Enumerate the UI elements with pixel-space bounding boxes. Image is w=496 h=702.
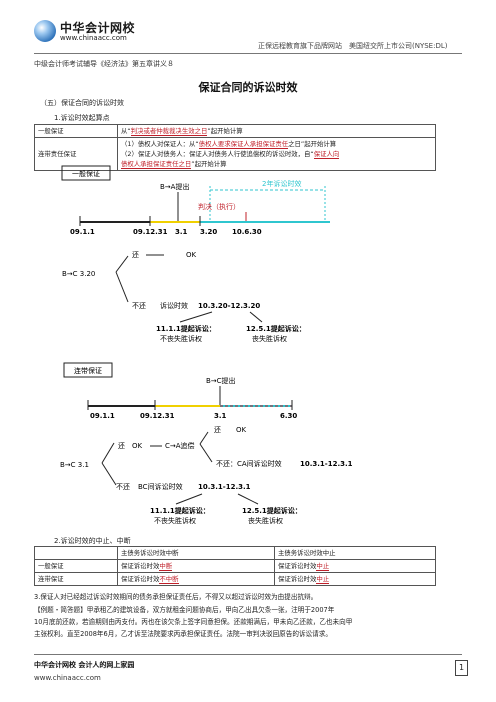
- diagram2-date: 3.1: [214, 412, 227, 420]
- table-cell: [34, 546, 118, 560]
- diagram1-label-box: [61, 165, 111, 181]
- diagram1-date: 3.20: [200, 228, 217, 236]
- diagram2-date: 09.12.31: [140, 412, 175, 420]
- diagram1-suit2: 12.5.1提起诉讼：: [246, 324, 306, 333]
- logo-globe-icon: [34, 20, 56, 42]
- table-row: 连带责任保证 （1）债权人对保证人：从“债权人要求保证人承担保证责任之日”起开始…: [34, 137, 436, 171]
- diagram1-date: 3.1: [175, 228, 188, 236]
- diagram1-date: 09.1.1: [70, 228, 95, 236]
- table-cell: 一般保证: [34, 559, 118, 573]
- diagram2-repay: 还: [118, 442, 125, 450]
- table-row: 一般保证 保证诉讼时效中断 保证诉讼时效中止: [34, 559, 436, 573]
- diagram2-date: 09.1.1: [90, 412, 115, 420]
- page-number: 1: [455, 660, 468, 676]
- diagram1-norepay: 不还: [132, 302, 146, 310]
- table-cell: 保证诉讼时效中断: [117, 559, 275, 573]
- header-divider: [34, 53, 462, 54]
- diagram2-suit1: 11.1.1提起诉讼：: [150, 506, 210, 515]
- diagram1-date: 10.6.30: [232, 228, 262, 236]
- table-row: 连带保证 保证诉讼时效不中断 保证诉讼时效中止: [34, 572, 436, 586]
- suspension-table: 主债务诉讼时效中断 主债务诉讼时效中止 一般保证 保证诉讼时效中断 保证诉讼时效…: [34, 546, 436, 586]
- start-point-table: 一般保证 从“判决或者仲裁裁决生效之日”起开始计算 连带责任保证 （1）债权人对…: [34, 124, 436, 171]
- table-header: 主债务诉讼时效中断: [117, 546, 275, 560]
- diagram2-date: 6.30: [280, 412, 297, 420]
- example-line: 【例题・简答题】甲承租乙的建筑设备，双方就租金问题协商后，甲向乙出具欠条一张，注…: [34, 606, 335, 614]
- diagram2-bc-range: 10.3.1-12.3.1: [198, 483, 251, 491]
- diagram2-event: B→C提出: [206, 376, 236, 385]
- diagram1-event: B→A提出: [160, 182, 189, 191]
- item3-text: 3.保证人对已经超过诉讼时效期间的债务承担保证责任后，不得又以超过诉讼时效为由提…: [34, 593, 318, 601]
- header-slogan: 正保远程教育旗下品牌网站 美国纽交所上市公司(NYSE:DL): [258, 42, 448, 50]
- example-line: 10月底前还款，若逾期则由丙支付。丙也在该欠条上签字同意担保。还款期满后，甲未向…: [34, 618, 353, 626]
- diagram1-repay-ok: OK: [186, 251, 197, 259]
- item1-heading: 1.诉讼时效起算点: [54, 114, 110, 122]
- diagram1-date: 09.12.31: [133, 228, 168, 236]
- diagram1-claim: B→C 3.20: [62, 270, 95, 278]
- diagram2-sub-repay: 还: [214, 426, 221, 434]
- diagram2-label: 连带保证: [74, 366, 102, 375]
- page-title: 保证合同的诉讼时效: [198, 81, 298, 94]
- diagram2-sub-ok: OK: [236, 426, 247, 434]
- diagram1-suit1: 11.1.1提起诉讼：: [156, 324, 216, 333]
- diagram2-recourse: C→A追偿: [165, 441, 195, 450]
- diagram2-sub-norepay: 不还：CA间诉讼时效: [216, 459, 282, 468]
- table-row: 主债务诉讼时效中断 主债务诉讼时效中止: [34, 546, 436, 560]
- subject-line: 中级会计师考试辅导《经济法》第五章讲义８: [34, 60, 174, 68]
- diagram2-bc-period: BC间诉讼时效: [138, 482, 183, 491]
- diagram2-suit2-result: 丧失胜诉权: [248, 516, 283, 525]
- item2-heading: 2.诉讼时效的中止、中断: [54, 537, 131, 545]
- diagram2-label-box: [63, 362, 113, 378]
- diagram2-sub-range: 10.3.1-12.3.1: [300, 460, 353, 468]
- diagram1-repay: 还: [132, 251, 139, 259]
- diagram1-suit1-result: 不丧失胜诉权: [160, 334, 202, 343]
- diagram2-norepay: 不还: [116, 483, 130, 491]
- table-cell: 连带保证: [34, 572, 118, 586]
- footer-divider: [34, 654, 462, 655]
- diagram1-judgment: 判决（执行）: [198, 202, 240, 211]
- logo-url: www.chinaacc.com: [60, 34, 127, 42]
- diagram1-label: 一般保证: [72, 169, 100, 178]
- diagram2-repay-ok: OK: [132, 442, 143, 450]
- diagram1-period-range: 10.3.20-12.3.20: [198, 302, 260, 310]
- table-cell: 保证诉讼时效中止: [274, 559, 436, 573]
- diagram1-suit2-result: 丧失胜诉权: [252, 334, 287, 343]
- example-line: 主张权利。直至2008年6月，乙才诉至法院要求丙承担保证责任。法院一审判决驳回原…: [34, 630, 332, 638]
- table-cell: （1）债权人对保证人：从“债权人要求保证人承担保证责任之日”起开始计算 （2）保…: [117, 137, 436, 171]
- diagram2-claim: B→C 3.1: [60, 461, 89, 469]
- diagram2-suit1-result: 不丧失胜诉权: [154, 516, 196, 525]
- footer-url: www.chinaacc.com: [34, 674, 101, 682]
- logo-text: 中华会计网校: [60, 21, 136, 35]
- table-cell: 保证诉讼时效不中断: [117, 572, 275, 586]
- table-header: 主债务诉讼时效中止: [274, 546, 436, 560]
- diagram1-period: 2年诉讼时效: [262, 179, 301, 188]
- footer-slogan: 中华会计网校 会计人的网上家园: [34, 661, 135, 669]
- section-heading: （五）保证合同的诉讼时效: [40, 99, 124, 107]
- diagram2-suit2: 12.5.1提起诉讼：: [242, 506, 302, 515]
- diagram1-period-text: 诉讼时效: [160, 301, 188, 310]
- table-cell: 保证诉讼时效中止: [274, 572, 436, 586]
